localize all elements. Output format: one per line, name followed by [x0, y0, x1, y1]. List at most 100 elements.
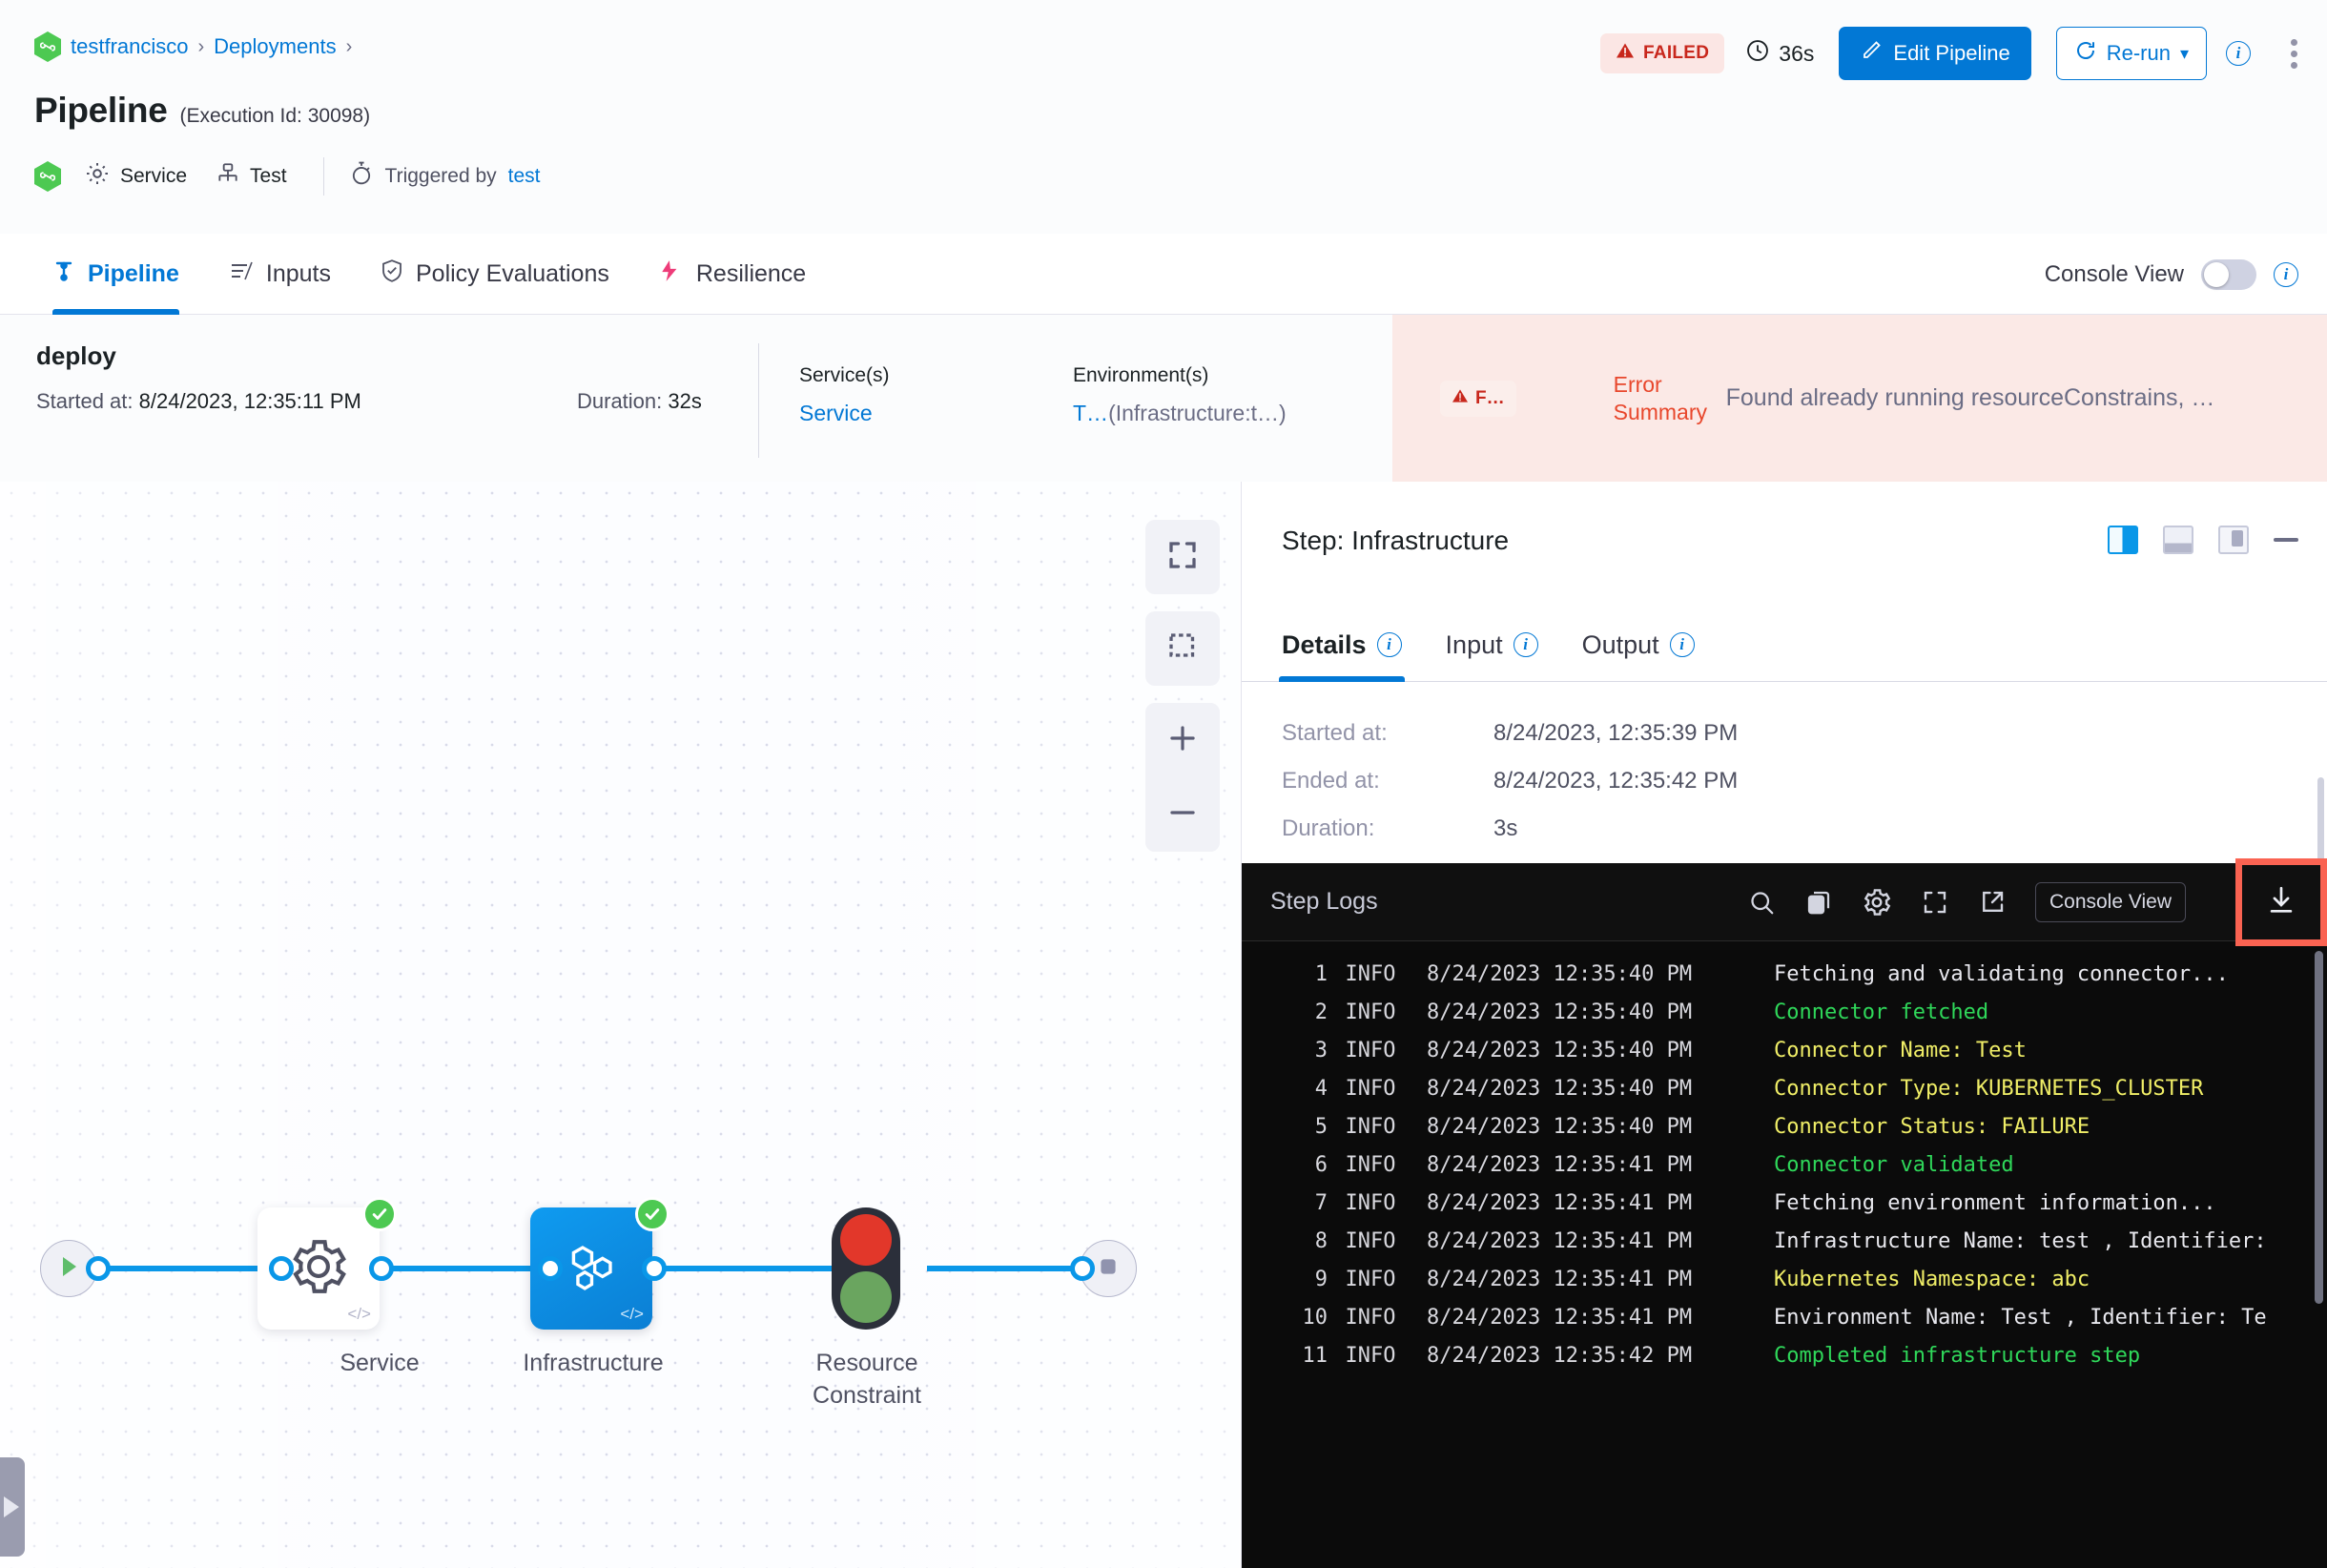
tab-pipeline[interactable]: Pipeline	[52, 234, 179, 315]
stage-divider	[758, 343, 759, 458]
log-line-message: Environment Name: Test , Identifier: Te	[1774, 1306, 2267, 1330]
left-drawer-handle[interactable]	[0, 1457, 25, 1557]
tab-policy-evaluations[interactable]: Policy Evaluations	[381, 234, 609, 315]
fit-screen-icon	[1165, 538, 1200, 577]
logs-console-view-button[interactable]: Console View	[2034, 882, 2186, 922]
download-icon	[2265, 884, 2297, 921]
log-line-number: 11	[1302, 1344, 1328, 1368]
log-line-level: INFO	[1345, 1077, 1396, 1101]
tab-details[interactable]: Details i	[1279, 608, 1405, 682]
step-detail-tabs: Details i Input i Output i	[1242, 608, 2327, 682]
pipeline-canvas[interactable]: </> Service	[0, 482, 1242, 1568]
tab-output[interactable]: Output i	[1582, 608, 1695, 682]
page-header: testfrancisco › Deployments › Pipeline (…	[0, 0, 2327, 234]
gear-icon	[287, 1235, 350, 1303]
copy-icon[interactable]	[1804, 888, 1833, 917]
graph-node-label: Resource Constraint	[813, 1350, 921, 1409]
pencil-icon	[1860, 39, 1883, 68]
panel-right-icon[interactable]	[2108, 526, 2138, 554]
tab-resilience[interactable]: Resilience	[659, 234, 806, 315]
field-value: 8/24/2023, 12:35:39 PM	[1493, 720, 1739, 746]
stopwatch-icon	[349, 160, 374, 193]
log-line-number: 10	[1302, 1306, 1328, 1330]
resilience-icon	[659, 258, 684, 290]
log-line-level: INFO	[1345, 1153, 1396, 1177]
search-icon[interactable]	[1747, 888, 1776, 917]
code-icon[interactable]: </>	[620, 1305, 644, 1323]
stage-started-value: 8/24/2023, 12:35:11 PM	[138, 389, 361, 413]
log-lines[interactable]: 1 INFO 8/24/2023 12:35:40 PM Fetching an…	[1242, 941, 2327, 1568]
info-icon[interactable]: i	[2274, 261, 2298, 287]
info-icon[interactable]: i	[1376, 632, 1402, 657]
panel-float-icon[interactable]	[2218, 526, 2249, 554]
logs-scrollbar[interactable]	[2315, 951, 2323, 1304]
graph-node-label: Infrastructure	[523, 1350, 664, 1376]
re-run-button[interactable]: Re-run ▾	[2055, 27, 2207, 80]
code-icon[interactable]: </>	[347, 1305, 371, 1323]
log-line-timestamp: 8/24/2023 12:35:40 PM	[1427, 962, 1693, 986]
graph-node-service[interactable]: </>	[257, 1207, 380, 1330]
zoom-in-out-group	[1145, 703, 1220, 852]
stage-services-value[interactable]: Service	[799, 401, 873, 425]
info-icon[interactable]: i	[1513, 632, 1538, 657]
breadcrumb-item-deployments[interactable]: Deployments	[214, 34, 337, 58]
step-logs-panel: Step Logs	[1242, 858, 2327, 1568]
fit-to-screen-button[interactable]	[1145, 520, 1220, 594]
gear-icon	[84, 160, 111, 193]
field-value: 3s	[1493, 815, 1518, 841]
breadcrumb-item-account[interactable]: testfrancisco	[71, 34, 189, 58]
panel-mode-controls	[2108, 526, 2298, 554]
log-line-message: Connector Name: Test	[1774, 1039, 2027, 1063]
log-line-timestamp: 8/24/2023 12:35:41 PM	[1427, 1229, 1693, 1253]
graph-node-infrastructure[interactable]: </>	[530, 1207, 652, 1330]
download-logs-button[interactable]	[2235, 858, 2327, 946]
minimize-icon[interactable]	[2274, 538, 2298, 542]
execution-duration-value: 36s	[1779, 40, 1815, 66]
log-line: 9 INFO 8/24/2023 12:35:41 PM Kubernetes …	[1242, 1268, 2327, 1306]
log-line-message: Kubernetes Namespace: abc	[1774, 1268, 2090, 1291]
stage-duration-value: 32s	[668, 389, 702, 413]
field-ended-at: Ended at: 8/24/2023, 12:35:42 PM	[1282, 768, 2327, 794]
stage-environments-value[interactable]: T…(Infrastructure:t…)	[1073, 401, 1287, 426]
status-badge: FAILED	[1599, 33, 1725, 73]
selection-box-button[interactable]	[1145, 611, 1220, 686]
header-actions: FAILED 36s Edit Pipeline Re-run ▾	[1599, 27, 2298, 80]
log-line-timestamp: 8/24/2023 12:35:42 PM	[1427, 1344, 1693, 1368]
log-line-number: 5	[1314, 1115, 1328, 1139]
field-started-at: Started at: 8/24/2023, 12:35:39 PM	[1282, 720, 2327, 747]
fullscreen-icon[interactable]	[1921, 888, 1949, 917]
log-line-number: 3	[1314, 1039, 1328, 1063]
tab-input[interactable]: Input i	[1446, 608, 1538, 682]
log-line-number: 9	[1314, 1268, 1328, 1291]
edit-pipeline-button[interactable]: Edit Pipeline	[1839, 27, 2031, 80]
clock-icon	[1745, 38, 1770, 69]
more-vertical-icon[interactable]	[2289, 38, 2298, 69]
gear-icon[interactable]	[1862, 887, 1892, 918]
step-detail-panel: Step: Infrastructure Details i Input i	[1242, 482, 2327, 1568]
graph-node-resource-constraint[interactable]	[832, 1207, 900, 1330]
stage-environment-link[interactable]: T…	[1073, 401, 1109, 425]
page-title: Pipeline	[34, 91, 168, 130]
stop-icon	[1096, 1254, 1121, 1284]
zoom-out-button[interactable]	[1145, 777, 1220, 852]
info-icon[interactable]: i	[2226, 41, 2251, 66]
console-view-toggle[interactable]	[2201, 258, 2256, 290]
console-view-label: Console View	[2044, 260, 2184, 287]
panel-bottom-icon[interactable]	[2163, 526, 2193, 554]
log-line-timestamp: 8/24/2023 12:35:40 PM	[1427, 1115, 1693, 1139]
log-line-message: Completed infrastructure step	[1774, 1344, 2141, 1368]
triggered-by-user[interactable]: test	[507, 165, 541, 187]
log-line-level: INFO	[1345, 1191, 1396, 1215]
info-icon[interactable]: i	[1669, 632, 1695, 657]
infrastructure-icon	[559, 1234, 624, 1304]
meta-trigger: Triggered by test	[349, 160, 541, 193]
breadcrumb-separator: ›	[345, 35, 353, 57]
tab-inputs[interactable]: Inputs	[229, 234, 331, 315]
log-line-message: Fetching and validating connector...	[1774, 962, 2229, 986]
external-link-icon[interactable]	[1978, 888, 2007, 917]
log-line-number: 7	[1314, 1191, 1328, 1215]
log-line-message: Infrastructure Name: test , Identifier:	[1774, 1229, 2267, 1253]
zoom-in-button[interactable]	[1145, 703, 1220, 777]
chevron-down-icon[interactable]: ▾	[2179, 43, 2189, 63]
